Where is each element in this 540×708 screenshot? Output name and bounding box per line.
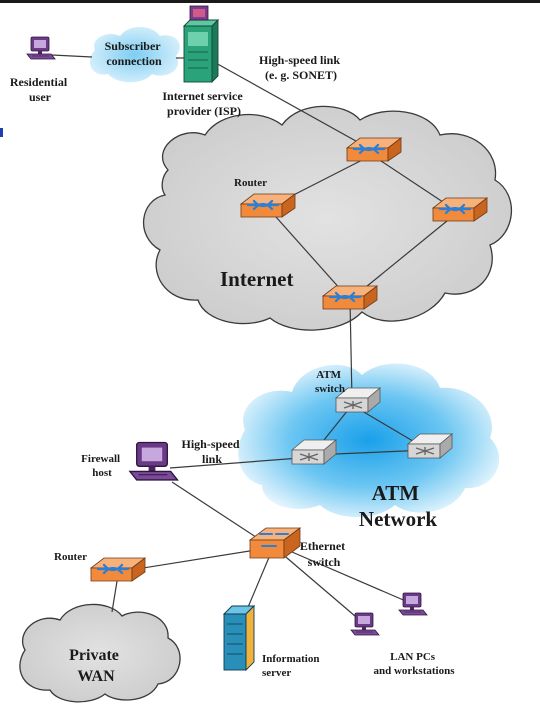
residential-computer-icon xyxy=(26,36,56,60)
label-router-bottom: Router xyxy=(54,551,87,563)
lan-computer-icon-1 xyxy=(350,612,380,636)
label-lan-pcs: LAN PCs and workstations xyxy=(374,651,456,677)
label-router-internet: Router xyxy=(234,177,267,189)
router-icon-bottom xyxy=(321,284,379,311)
firewall-host-computer-icon xyxy=(129,441,179,481)
left-edge-mark xyxy=(0,128,3,137)
isp-server-tower-icon xyxy=(182,5,220,84)
internet-cloud xyxy=(143,105,512,331)
router-icon-top xyxy=(345,136,403,163)
ethernet-switch-icon xyxy=(248,527,302,559)
label-information-server: Information server xyxy=(262,653,322,679)
label-internet: Internet xyxy=(220,267,293,291)
label-residential-user: Residential user xyxy=(10,75,70,104)
label-isp: Internet service provider (ISP) xyxy=(162,89,245,118)
label-private-wan: Private WAN xyxy=(69,647,123,685)
label-firewall-host: Firewall host xyxy=(81,453,123,479)
atm-cloud xyxy=(238,363,500,518)
lan-computer-icon-2 xyxy=(398,592,428,616)
router-icon-private xyxy=(89,556,147,583)
label-high-speed-link-top: High-speed link (e. g. SONET) xyxy=(259,53,343,82)
information-server-tower-icon xyxy=(222,604,256,672)
router-icon-right xyxy=(431,196,489,223)
private-wan-cloud xyxy=(19,603,181,703)
label-subscriber-connection: Subscriber connection xyxy=(105,39,164,68)
top-border xyxy=(0,0,540,3)
router-icon-left xyxy=(239,192,297,219)
label-high-speed-link-mid: High-speed link xyxy=(181,437,242,466)
label-ethernet-switch: Ethernet switch xyxy=(300,539,348,569)
label-atm-switch: ATM switch xyxy=(315,369,345,395)
subscriber-cloud xyxy=(89,27,180,83)
label-atm-network: ATM Network xyxy=(359,481,437,531)
